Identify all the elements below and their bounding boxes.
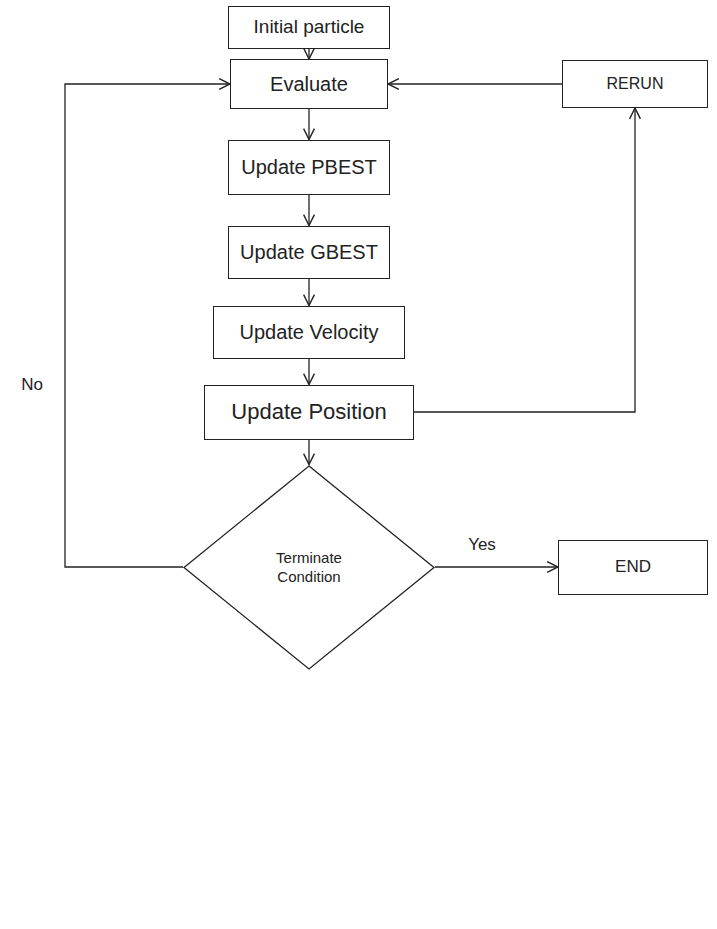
node-text: Update Position [231, 398, 386, 427]
node-text: Evaluate [270, 71, 348, 97]
flow-arrow [65, 84, 230, 567]
node-text: Initial particle [254, 15, 365, 40]
decision-diamond: Terminate Condition [183, 465, 435, 670]
node-text: Terminate Condition [254, 548, 364, 587]
process-box: RERUN [562, 60, 708, 108]
flow-arrow [388, 83, 562, 84]
edge-label: No [18, 375, 46, 395]
flow-arrow [308, 359, 309, 385]
flow-arrow [308, 279, 309, 306]
edge-label: Yes [465, 535, 499, 555]
end-box: END [558, 540, 708, 595]
start-box: Initial particle [228, 6, 390, 49]
process-box: Evaluate [230, 59, 388, 109]
diamond-outline [183, 465, 435, 670]
process-box: Update GBEST [228, 226, 390, 279]
node-text: Update PBEST [241, 154, 377, 180]
node-text: RERUN [607, 74, 664, 95]
diamond-shape [184, 466, 434, 669]
process-box: Update PBEST [228, 140, 390, 195]
flow-arrow [308, 109, 309, 140]
node-text: Update GBEST [240, 239, 378, 265]
node-text: Update Velocity [240, 319, 379, 345]
flow-arrow [308, 195, 309, 226]
node-text: END [615, 556, 651, 578]
flow-arrow [308, 440, 309, 465]
flow-arrow [435, 566, 558, 567]
process-box: Update Position [204, 385, 414, 440]
flow-arrow [308, 49, 309, 60]
flow-arrow [414, 108, 635, 412]
process-box: Update Velocity [213, 306, 405, 359]
